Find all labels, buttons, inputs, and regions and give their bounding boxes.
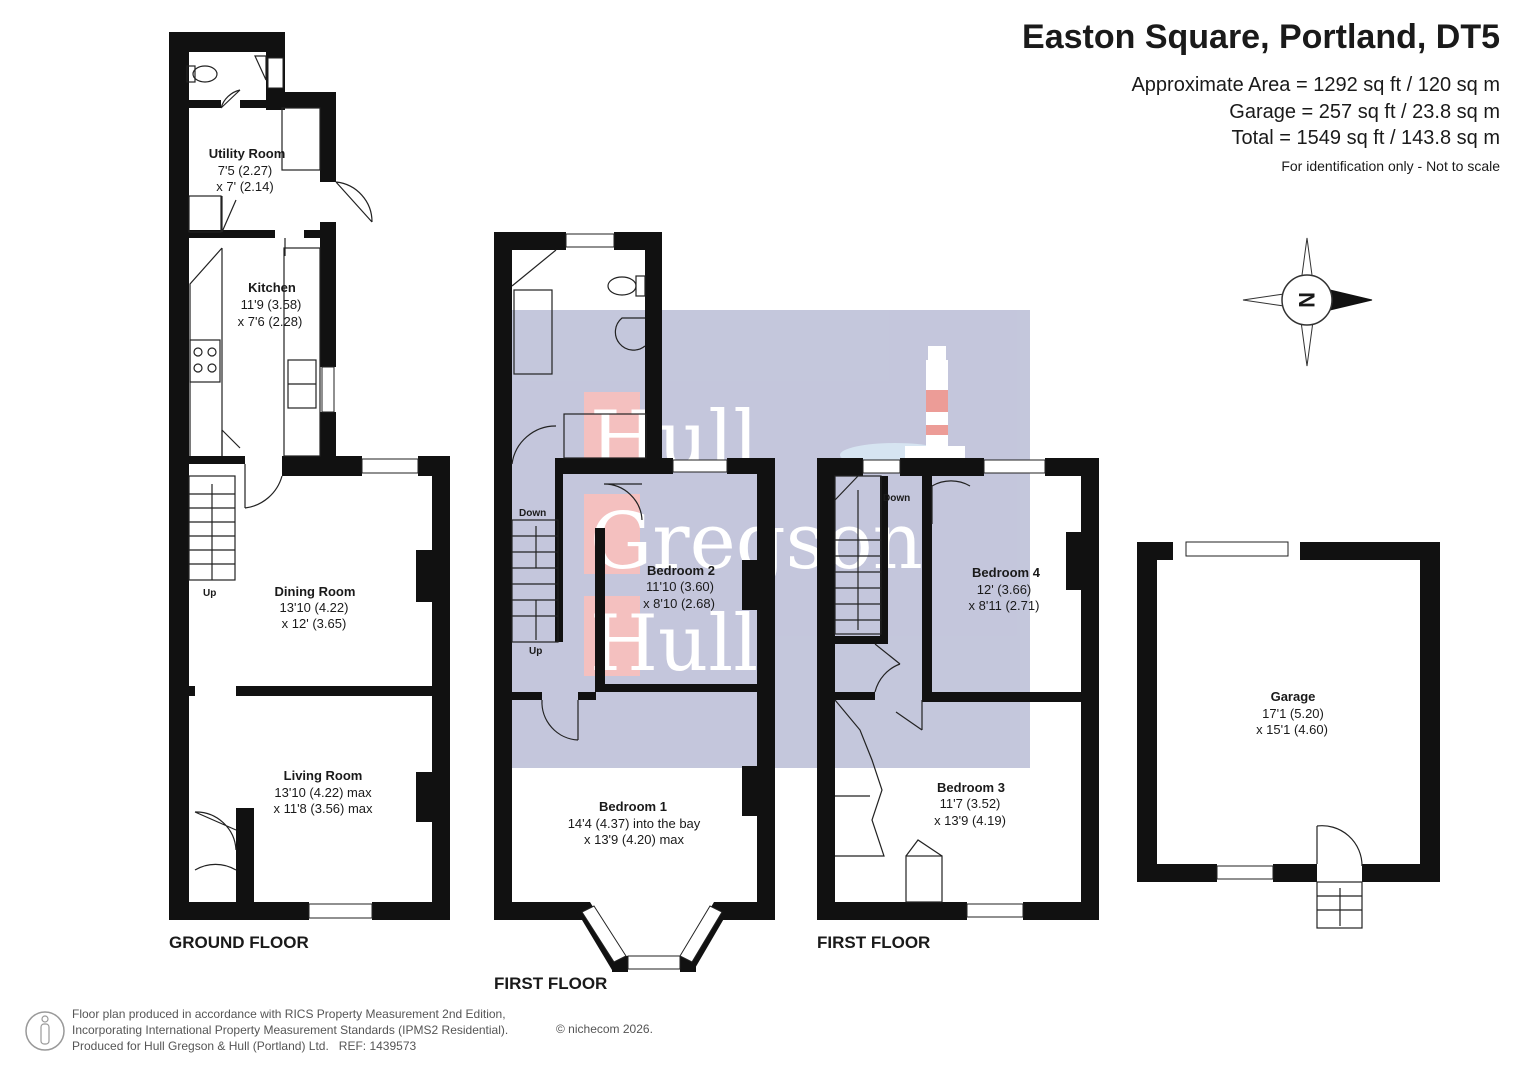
- person-icon: [25, 1011, 65, 1051]
- scale-note: For identification only - Not to scale: [1281, 158, 1500, 174]
- dining-room-name: Dining Room: [275, 584, 356, 599]
- stairs-up-ground: Up: [203, 588, 216, 599]
- copyright: © nichecom 2026.: [556, 1022, 653, 1036]
- bedroom2-dim2: x 8'10 (2.68): [643, 596, 715, 611]
- stairs-up-first-a: Up: [529, 646, 542, 657]
- utility-room-name: Utility Room: [209, 146, 286, 161]
- bedroom3-dim1: 11'7 (3.52): [940, 796, 1001, 811]
- first-floor-label-b: FIRST FLOOR: [817, 933, 930, 952]
- bedroom4-dim2: x 8'11 (2.71): [969, 598, 1040, 613]
- kitchen-window: [321, 366, 335, 413]
- kitchen-dim1: 11'9 (3.58): [241, 297, 302, 312]
- bedroom3-name: Bedroom 3: [937, 780, 1005, 795]
- bedroom1-dim1: 14'4 (4.37) into the bay: [568, 816, 701, 831]
- garage-dim2: x 15'1 (4.60): [1256, 722, 1328, 737]
- dining-room-dim1: 13'10 (4.22): [280, 600, 349, 615]
- ground-floor-plan: [169, 32, 450, 920]
- bay-window-front: [627, 955, 681, 970]
- stairs-down-first-b: Down: [883, 493, 910, 504]
- footer-notes: Floor plan produced in accordance with R…: [72, 1006, 508, 1054]
- bedroom3-dim2: x 13'9 (4.19): [934, 813, 1006, 828]
- watermark-tile-2: [584, 494, 640, 574]
- utility-room-dim2: x 7' (2.14): [216, 179, 273, 194]
- garage-area: Garage = 257 sq ft / 23.8 sq m: [1229, 101, 1500, 123]
- bed4-window: [983, 459, 1046, 474]
- approximate-area: Approximate Area = 1292 sq ft / 120 sq m: [1131, 74, 1500, 96]
- bed2-window: [672, 459, 728, 473]
- first-floor-label-a: FIRST FLOOR: [494, 974, 607, 993]
- living-window: [308, 903, 373, 919]
- watermark-word-3: Hull: [590, 599, 758, 689]
- footer-line-1: Floor plan produced in accordance with R…: [72, 1007, 506, 1021]
- ground-floor-label: GROUND FLOOR: [169, 933, 309, 952]
- first-floor-b-plan: [817, 458, 1099, 920]
- living-room-dim1: 13'10 (4.22) max: [274, 785, 372, 800]
- garage-front-window: [1216, 865, 1274, 880]
- property-title: Easton Square, Portland, DT5: [1022, 18, 1500, 56]
- wc-window: [267, 57, 284, 89]
- room-labels: Utility Room 7'5 (2.27) x 7' (2.14) Kitc…: [169, 146, 1328, 993]
- garage-dim1: 17'1 (5.20): [1262, 706, 1324, 721]
- bedroom2-name: Bedroom 2: [647, 563, 715, 578]
- stairs-down-first-a: Down: [519, 508, 546, 519]
- compass-icon: N: [1242, 237, 1373, 367]
- bedroom1-dim2: x 13'9 (4.20) max: [584, 832, 685, 847]
- footer-line-3: Produced for Hull Gregson & Hull (Portla…: [72, 1039, 417, 1053]
- compass-north-label: N: [1294, 292, 1319, 308]
- bath-window: [565, 233, 615, 248]
- watermark-tile-3: [584, 596, 640, 676]
- kitchen-name: Kitchen: [248, 280, 296, 295]
- bedroom4-name: Bedroom 4: [972, 565, 1041, 580]
- bed3-window: [966, 903, 1024, 918]
- bedroom4-dim1: 12' (3.66): [977, 582, 1032, 597]
- utility-room-dim1: 7'5 (2.27): [218, 163, 273, 178]
- lighthouse-icon: [905, 346, 965, 458]
- garage-rear-window: [1185, 541, 1289, 557]
- first-floor-a-plan: [494, 232, 775, 972]
- garage-plan: [1137, 541, 1440, 929]
- landing-window: [862, 459, 901, 474]
- living-room-name: Living Room: [284, 768, 363, 783]
- total-area: Total = 1549 sq ft / 143.8 sq m: [1231, 127, 1501, 149]
- bedroom1-name: Bedroom 1: [599, 799, 667, 814]
- garage-name: Garage: [1271, 689, 1316, 704]
- footer-line-2: Incorporating International Property Mea…: [72, 1023, 509, 1037]
- kitchen-dim2: x 7'6 (2.28): [238, 314, 303, 329]
- dining-window: [361, 458, 419, 474]
- dining-room-dim2: x 12' (3.65): [282, 616, 347, 631]
- bedroom2-dim1: 11'10 (3.60): [646, 579, 714, 594]
- living-room-dim2: x 11'8 (3.56) max: [273, 801, 373, 816]
